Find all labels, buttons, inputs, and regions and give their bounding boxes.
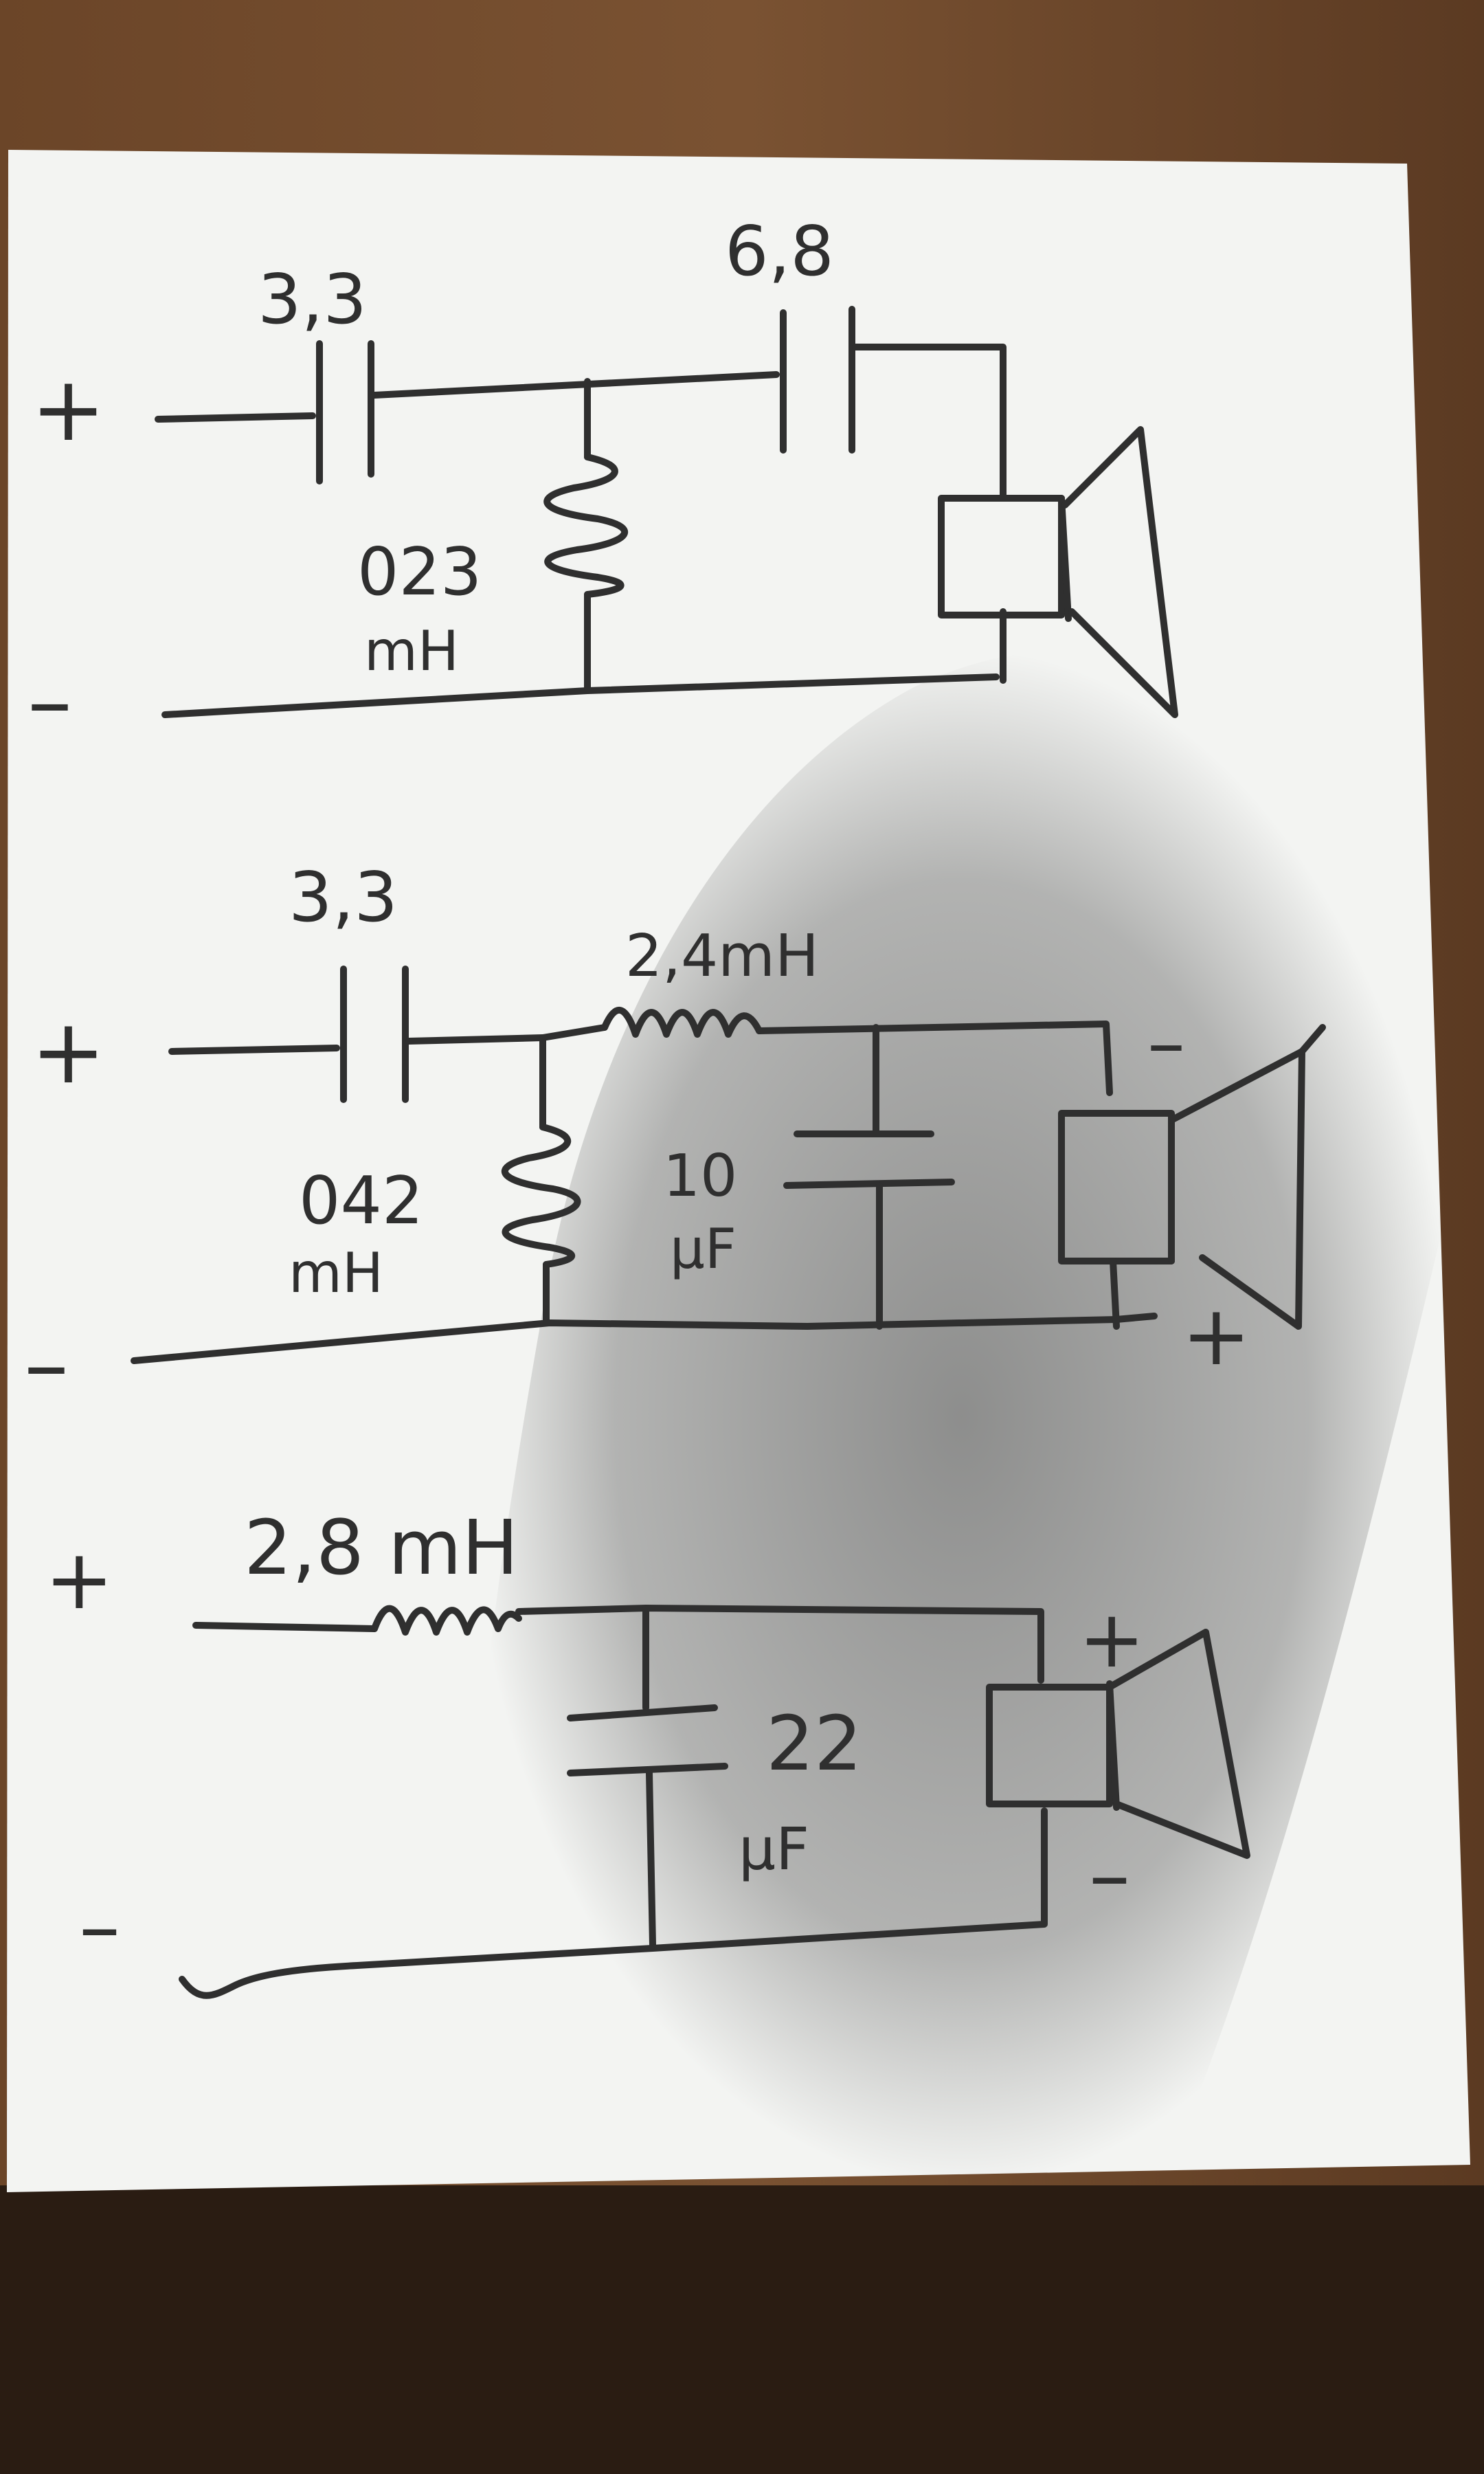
circuit-2-shunt-inductor-value: 042 <box>299 1163 423 1239</box>
circuit-2-wire-return <box>131 1313 1158 1364</box>
circuit-2-shunt-capacitor-unit: μF <box>670 1217 737 1281</box>
circuit-1-capacitor-2-label: 6,8 <box>725 211 834 291</box>
circuit-2-midrange-filter: + – 3,3 2,4mH 042 mH 10 μF – + <box>24 857 1326 1416</box>
circuit-3-speaker-minus: – <box>1089 1828 1130 1924</box>
circuit-2-series-inductor-label: 2,4mH <box>625 922 819 990</box>
circuit-3-inductor-label: 2,8 mH <box>244 1504 519 1592</box>
circuit-3-wire-top <box>515 1605 1044 1684</box>
circuit-1-inductor-value: 023 <box>357 535 482 610</box>
circuit-1-capacitor-2 <box>780 306 855 454</box>
circuit-3-woofer-filter: + – 2,8 mH 22 μF + – <box>45 1504 1250 1999</box>
circuit-1-inductor-unit: mH <box>364 619 459 683</box>
circuit-2-plus-sign: + <box>31 999 106 1104</box>
circuit-3-wire-input <box>192 1622 378 1632</box>
circuit-1-tweeter-filter: + – 3,3 6,8 023 mH <box>27 211 1178 753</box>
circuit-1-capacitor-1 <box>316 340 374 484</box>
circuit-3-capacitor-value: 22 <box>766 1700 862 1787</box>
circuit-3-wire-return <box>179 1807 1048 1999</box>
circuit-3-speaker-icon <box>986 1629 1250 1859</box>
circuit-2-shunt-inductor <box>501 1034 581 1326</box>
hand-shadow <box>466 649 1457 2185</box>
circuit-1-wire-input <box>155 412 316 423</box>
circuit-1-wire-to-speaker <box>852 344 1007 498</box>
circuit-3-shunt-capacitor <box>567 1605 728 1948</box>
circuit-2-wire-input <box>168 1045 340 1055</box>
circuit-1-shunt-inductor <box>543 378 629 691</box>
circuit-3-series-inductor <box>371 1605 522 1636</box>
circuit-3-capacitor-unit: μF <box>739 1816 809 1884</box>
circuit-2-shunt-inductor-unit: mH <box>289 1241 383 1305</box>
circuit-1-minus-sign: – <box>27 649 72 753</box>
circuit-3-minus-sign: – <box>79 1880 120 1975</box>
table-dark-bottom <box>0 2185 1484 2474</box>
circuit-2-minus-sign: – <box>24 1312 69 1416</box>
circuit-3-plus-sign: + <box>45 1533 114 1628</box>
circuit-2-series-inductor <box>601 1006 763 1038</box>
circuit-1-capacitor-1-label: 3,3 <box>258 259 367 339</box>
circuit-2-speaker-icon <box>1058 1024 1326 1330</box>
circuit-1-plus-sign: + <box>31 357 106 461</box>
circuit-2-shunt-capacitor-value: 10 <box>663 1142 737 1210</box>
circuit-1-speaker-icon <box>938 426 1178 718</box>
circuit-2-capacitor <box>340 966 409 1103</box>
circuit-2-capacitor-label: 3,3 <box>289 857 398 937</box>
circuit-2-shunt-capacitor <box>783 1024 955 1330</box>
circuit-1-wire-mid <box>371 371 780 399</box>
circuit-2-speaker-plus: + <box>1182 1289 1251 1384</box>
circuit-1-wire-return <box>161 673 1000 718</box>
circuit-2-speaker-minus: – <box>1147 999 1185 1086</box>
